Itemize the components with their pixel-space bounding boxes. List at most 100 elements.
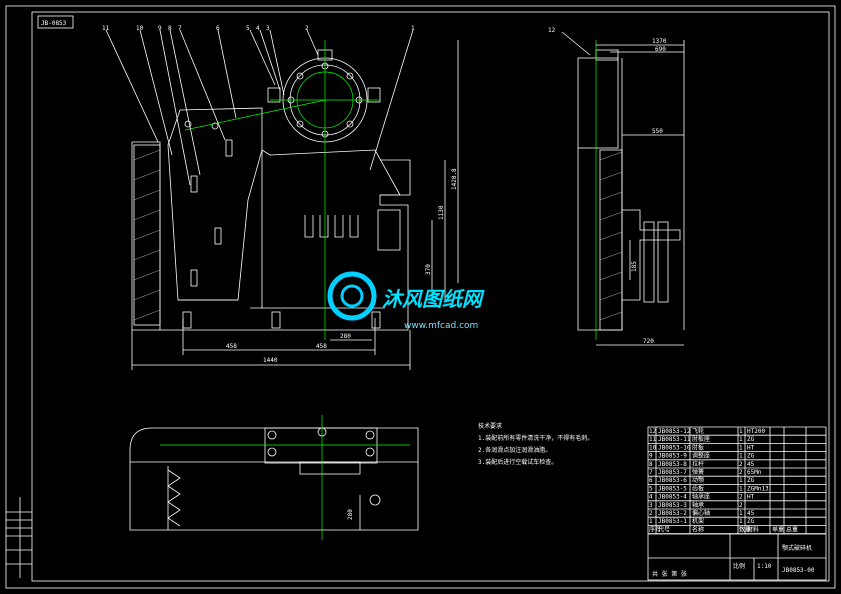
bom-row-cell: 齿板 (692, 484, 704, 492)
bom-row-cell: 7 (649, 469, 653, 476)
bom-row-cell: ZG (747, 477, 755, 484)
bom-row-cell: JB0853-2 (658, 510, 687, 517)
dim-overall-width: 1440 (263, 357, 278, 364)
bom-header-cell: 单重 (772, 525, 784, 533)
technical-notes: 技术要求 1.装配前所有零件清洗干净，不得有毛刺。 2.各润滑点加注润滑油脂。 … (478, 422, 593, 466)
bom-row-cell: 10 (649, 444, 657, 451)
part-number-10: 10 (136, 25, 144, 32)
part-number-1: 1 (411, 25, 415, 32)
bom-row-cell: 肘板座 (692, 435, 710, 443)
bom-row-cell: 5 (649, 485, 653, 492)
bom-row-cell: 轴承 (692, 501, 704, 509)
bom-row-cell: 2 (739, 461, 743, 468)
bom-row-cell: JB0853-11 (658, 436, 691, 443)
bom-row-cell: 调整座 (692, 452, 710, 460)
part-number-5: 5 (246, 25, 250, 32)
part-number-11: 11 (102, 25, 110, 32)
notes-line-1: 1.装配前所有零件清洗干净，不得有毛刺。 (478, 434, 593, 442)
bom-row-cell: 1 (739, 428, 743, 435)
bom-row-cell: 1 (739, 453, 743, 460)
bom-header-cell: 材料 (747, 525, 759, 533)
dim-mid: 550 (652, 128, 663, 135)
dim-height-3: 370 (425, 264, 432, 275)
part-number-3: 3 (266, 25, 270, 32)
bom-row-cell: JB0853-5 (658, 485, 687, 492)
dim-left-span: 458 (226, 343, 237, 350)
bom-row-cell: 2 (649, 510, 653, 517)
bom-row-cell: 1 (649, 518, 653, 525)
bom-row-cell: JB0853-12 (658, 428, 691, 435)
bom-row-cell: ZGMn13 (747, 485, 769, 492)
plan-view: 280 (129, 415, 419, 540)
part-number-9: 9 (158, 25, 162, 32)
side-part-number-12: 12 (548, 27, 556, 34)
bom-row-cell: 6 (649, 477, 653, 484)
code-box-text: JB-0853 (41, 20, 67, 27)
part-number-6: 6 (216, 25, 220, 32)
bom-row-cell: 偏心轴 (692, 509, 710, 517)
bom-row-cell: HT (747, 444, 755, 451)
bom-row-cell: 2 (739, 469, 743, 476)
bom-row-cell: HT (747, 494, 755, 501)
plan-dim-vertical: 280 (347, 509, 354, 520)
front-view (105, 29, 459, 370)
bom-row-cell: 8 (649, 461, 653, 468)
bom-row-cell: 45 (747, 461, 755, 468)
drawing-code: JB0853-00 (782, 567, 815, 574)
bom-row-cell: 1 (739, 436, 743, 443)
dim-small-span: 280 (340, 333, 351, 340)
bom-row-cell: 1 (739, 485, 743, 492)
gear-logo-icon (327, 271, 377, 321)
bom-row-cell: JB0853-8 (658, 461, 687, 468)
bom-row-cell: 动颚 (692, 477, 704, 484)
bom-row-cell: JB0853-10 (658, 444, 691, 451)
side-view-labels: 12 1370 690 550 720 185 (548, 27, 667, 345)
watermark-url: www.mfcad.com (404, 321, 478, 331)
scale-value: 1:10 (757, 563, 772, 570)
scale-label: 比例 (733, 562, 745, 570)
part-number-2: 2 (305, 25, 309, 32)
dim-inner: 185 (631, 261, 638, 272)
bom-header-cell: 数量 (739, 525, 751, 533)
bom-row-cell: HT200 (747, 428, 765, 435)
title-block: 颚式破碎机 JB0853-00 比例 1:10 共 张 第 张 (647, 533, 827, 581)
bom-row-cell: 轴承座 (692, 493, 710, 501)
dim-top-total: 1370 (652, 38, 667, 45)
bom-row-cell: JB0853-3 (658, 502, 687, 509)
outer-border (5, 5, 836, 589)
bom-row-cell: 65Mn (747, 469, 762, 476)
inner-border (31, 11, 830, 582)
drawing-name: 颚式破碎机 (782, 544, 812, 552)
bom-row-cell: 1 (739, 477, 743, 484)
bom-row-cell: 1 (739, 518, 743, 525)
bom-row-cell: JB0853-4 (658, 494, 687, 501)
dim-right-span: 458 (316, 343, 327, 350)
dim-bottom: 720 (643, 338, 654, 345)
front-view-labels: 11 10 9 8 7 6 5 4 3 2 1 1440 458 458 280… (102, 25, 458, 364)
dim-top-part: 690 (655, 46, 666, 53)
bom-row-cell: 1 (739, 444, 743, 451)
bom-row-cell: JB0853-6 (658, 477, 687, 484)
side-view (561, 31, 685, 346)
dim-height-1: 1420.8 (451, 168, 458, 190)
bom-row-cell: 45 (747, 510, 755, 517)
bom-row-cell: ZG (747, 518, 755, 525)
notes-line-2: 2.各润滑点加注润滑油脂。 (478, 446, 551, 454)
part-number-8: 8 (168, 25, 172, 32)
code-box (37, 15, 74, 29)
bom-row-cell: 12 (649, 428, 657, 435)
part-number-7: 7 (178, 25, 182, 32)
bom-row-cell: 飞轮 (692, 427, 704, 435)
bom-header-cell: 序号 (649, 525, 661, 533)
bom-row-cell: 2 (739, 502, 743, 509)
notes-line-3: 3.装配后进行空载试车检查。 (478, 458, 557, 466)
left-margin-strip (6, 497, 32, 578)
bom-row-cell: ZG (747, 453, 755, 460)
bom-header-cell: 代号 (658, 525, 670, 533)
bom-row-cell: 1 (739, 510, 743, 517)
part-number-4: 4 (256, 25, 260, 32)
bom-row-cell: 9 (649, 453, 653, 460)
bom-header-cell: 名称 (692, 525, 704, 533)
